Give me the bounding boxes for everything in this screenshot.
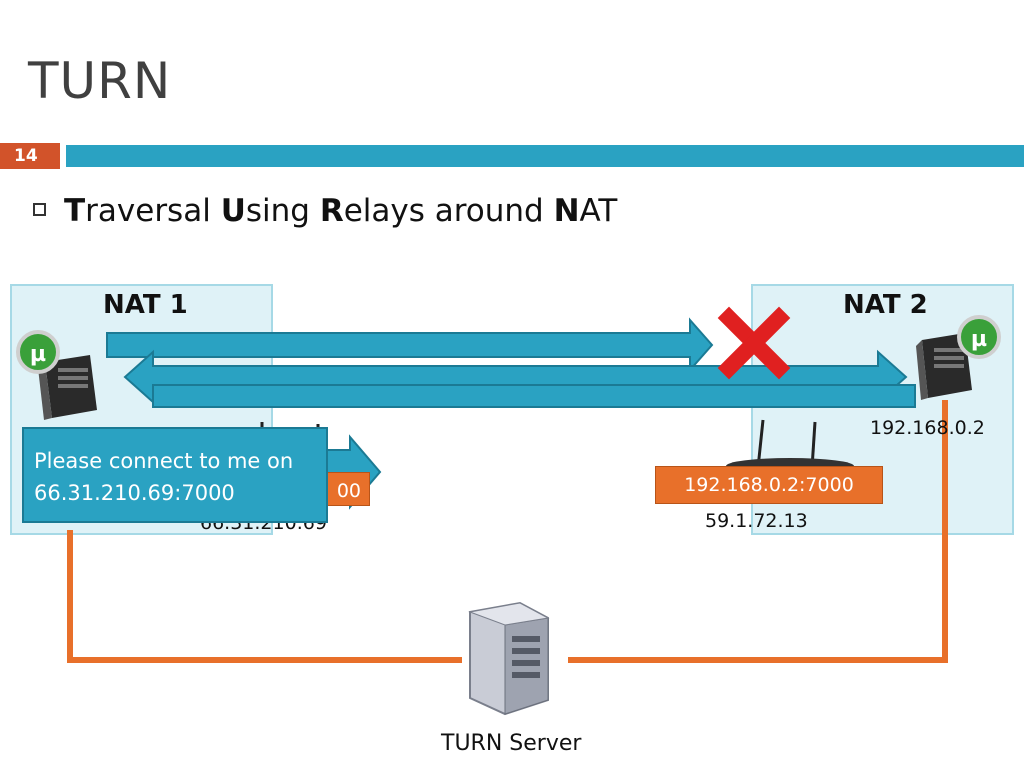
bullet-part: sing <box>245 193 320 229</box>
callout-line2: 66.31.210.69:7000 <box>34 481 235 505</box>
bullet-part: elays around <box>343 193 554 229</box>
bullet-part: N <box>553 193 580 229</box>
nat2-label: NAT 2 <box>843 290 928 320</box>
turn-server-label: TURN Server <box>441 731 582 756</box>
utorrent-server-icon: µ <box>16 330 97 420</box>
slide-title: TURN <box>28 52 172 110</box>
bullet-part: raversal <box>85 193 221 229</box>
nat2-mapping-tag: 192.168.0.2:7000 <box>655 466 883 504</box>
connect-callout: Please connect to me on 66.31.210.69:700… <box>22 427 328 523</box>
svg-text:µ: µ <box>30 342 46 367</box>
slide-number: 14 <box>0 143 60 169</box>
red-x-icon <box>717 306 791 380</box>
svg-text:µ: µ <box>971 327 987 352</box>
bullet-part: T <box>64 193 86 229</box>
server-tower-icon <box>468 601 550 716</box>
router2-ip: 59.1.72.13 <box>705 510 808 532</box>
title-accent-bar <box>66 145 1024 167</box>
relay-path-left <box>67 530 462 663</box>
callout-line1: Please connect to me on <box>34 449 294 473</box>
bullet-part: AT <box>579 193 618 229</box>
bullet-part: U <box>220 193 246 229</box>
host2-ip: 192.168.0.2 <box>870 417 985 439</box>
nat1-label: NAT 1 <box>103 290 188 320</box>
utorrent-server-icon: µ <box>916 315 1001 400</box>
bullet-marker <box>33 203 46 216</box>
blocked-arrow <box>106 317 714 373</box>
bullet-text: Traversal Using Relays around NAT <box>64 193 617 229</box>
relay-bar <box>152 384 916 408</box>
relay-path-right <box>568 400 948 663</box>
bullet-part: R <box>319 193 344 229</box>
